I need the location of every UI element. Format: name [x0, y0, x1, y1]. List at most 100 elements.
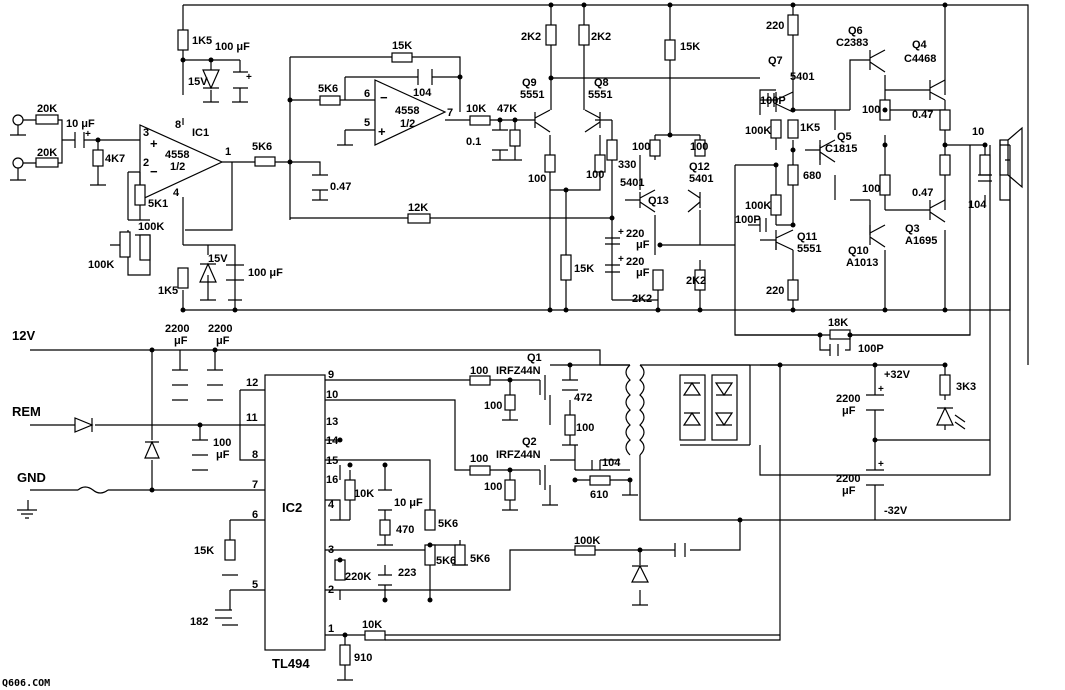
label-q9-part: 5551 [520, 89, 544, 101]
label-r-1k5-top: 1K5 [192, 35, 212, 47]
label-r-5k6-c: 5K6 [470, 553, 490, 565]
label-c-104-out: 104 [968, 199, 987, 211]
label-r-15k-top: 15K [680, 41, 700, 53]
label-op2-pin6: 6 [364, 88, 370, 100]
label-uf-b: μF [636, 267, 650, 279]
label-q7-part: 5401 [790, 71, 814, 83]
label-polarity-c2: + [246, 72, 252, 83]
label-p15: 15 [326, 455, 338, 467]
component-labels: 1K5 100 μF 15V IC1 4558 1/2 8 3 2 4 1 − … [2, 20, 987, 689]
label-r-10k-ic2: 10K [354, 488, 374, 500]
label-p9: 9 [328, 369, 334, 381]
label-c-104-fb: 104 [413, 87, 432, 99]
label-q12-part: 5401 [689, 173, 713, 185]
label-r-1k5-mid: 1K5 [800, 122, 820, 134]
label-q5: Q5 [837, 131, 852, 143]
label-r-100-g1b: 100 [484, 400, 502, 412]
label-r-470: 470 [396, 524, 414, 536]
label-ic1-pin1: 1 [225, 146, 231, 158]
label-v32p: +32V [884, 369, 911, 381]
label-c-2200-d-u: μF [842, 485, 856, 497]
label-r-100-q13: 100 [632, 141, 650, 153]
label-q8-part: 5551 [588, 89, 612, 101]
label-c-220-a: 220 [626, 228, 644, 240]
label-r-100k-a: 100K [745, 125, 771, 137]
label-c-2200-c: 2200 [836, 393, 860, 405]
label-r-10-out: 10 [972, 126, 984, 138]
label-ic1-minus: − [150, 164, 158, 179]
label-p13: 13 [326, 416, 338, 428]
label-p14: 14 [326, 435, 339, 447]
label-r-220k: 220K [345, 571, 371, 583]
label-c-100p-a: 100P [760, 95, 786, 107]
label-op2-pin5: 5 [364, 117, 370, 129]
label-q7: Q7 [768, 55, 783, 67]
label-p8: 8 [252, 449, 258, 461]
label-p2: 2 [328, 584, 334, 596]
label-ic1-name: IC1 [192, 127, 209, 139]
label-p16: 16 [326, 474, 338, 486]
label-r-5k6-fb: 5K6 [318, 83, 338, 95]
label-r-1k5-bot: 1K5 [158, 285, 178, 297]
label-c-2200-a: 2200 [165, 323, 189, 335]
label-r-047-b: 0.47 [912, 187, 933, 199]
label-p5: 5 [252, 579, 258, 591]
label-op2-minus: − [380, 90, 388, 105]
label-q8: Q8 [594, 77, 609, 89]
label-c-10uf-ic2: 10 μF [394, 497, 423, 509]
label-q3-part: A1695 [905, 235, 937, 247]
label-c-2200-c-u: μF [842, 405, 856, 417]
label-polarity-c3: + [618, 227, 624, 238]
label-r-10k-mid: 10K [466, 103, 486, 115]
label-q6-part: C2383 [836, 37, 868, 49]
label-r-100k-b: 100K [745, 200, 771, 212]
label-z-15v-bot: 15V [208, 253, 228, 265]
label-c-100uf-rem: 100 [213, 437, 231, 449]
label-c-100p-b: 100P [735, 214, 761, 226]
label-pot-100k-a: 100K [138, 221, 164, 233]
label-r-910: 910 [354, 652, 372, 664]
wires-psu [30, 145, 1011, 680]
capacitors [74, 69, 992, 619]
label-q5-part: C1815 [825, 143, 857, 155]
label-r-100-g2: 100 [470, 453, 488, 465]
label-uf-a: μF [636, 239, 650, 251]
label-r-100-out2: 100 [862, 183, 880, 195]
label-r-330: 330 [618, 159, 636, 171]
label-q3: Q3 [905, 223, 920, 235]
label-c-047-left: 0.47 [330, 181, 351, 193]
label-c-100uf-bot: 100 μF [248, 267, 283, 279]
label-polarity-c1: + [85, 129, 91, 140]
label-q11: Q11 [797, 231, 817, 243]
label-r-220-bot: 220 [766, 285, 784, 297]
label-r-2k2-b: 2K2 [591, 31, 611, 43]
label-q2-part: IRFZ44N [496, 449, 541, 461]
transistors [534, 49, 946, 490]
diodes [74, 69, 966, 583]
label-r-680: 680 [803, 170, 821, 182]
label-r-47k: 47K [497, 103, 517, 115]
label-r-100-g2b: 100 [484, 481, 502, 493]
label-r-15k-ic2: 15K [194, 545, 214, 557]
label-polarity-c6: + [878, 459, 884, 470]
label-p1: 1 [328, 623, 334, 635]
label-p10: 10 [326, 389, 338, 401]
label-c-100p-c: 100P [858, 343, 884, 355]
label-p6: 6 [252, 509, 258, 521]
label-c-104-snub: 104 [602, 457, 621, 469]
label-q10: Q10 [848, 245, 869, 257]
label-q1: Q1 [527, 352, 542, 364]
label-c-2200-b-u: μF [216, 335, 230, 347]
label-ic2-name: IC2 [282, 500, 302, 515]
label-c-01: 0.1 [466, 136, 481, 148]
label-c-472: 472 [574, 392, 592, 404]
label-ic1-pin2: 2 [143, 157, 149, 169]
label-q12: Q12 [689, 161, 710, 173]
label-op2-half: 1/2 [400, 118, 415, 130]
label-r-12k: 12K [408, 202, 428, 214]
label-r-100-snub: 100 [576, 422, 594, 434]
label-c-2200-d: 2200 [836, 473, 860, 485]
label-r-100-g1: 100 [470, 365, 488, 377]
